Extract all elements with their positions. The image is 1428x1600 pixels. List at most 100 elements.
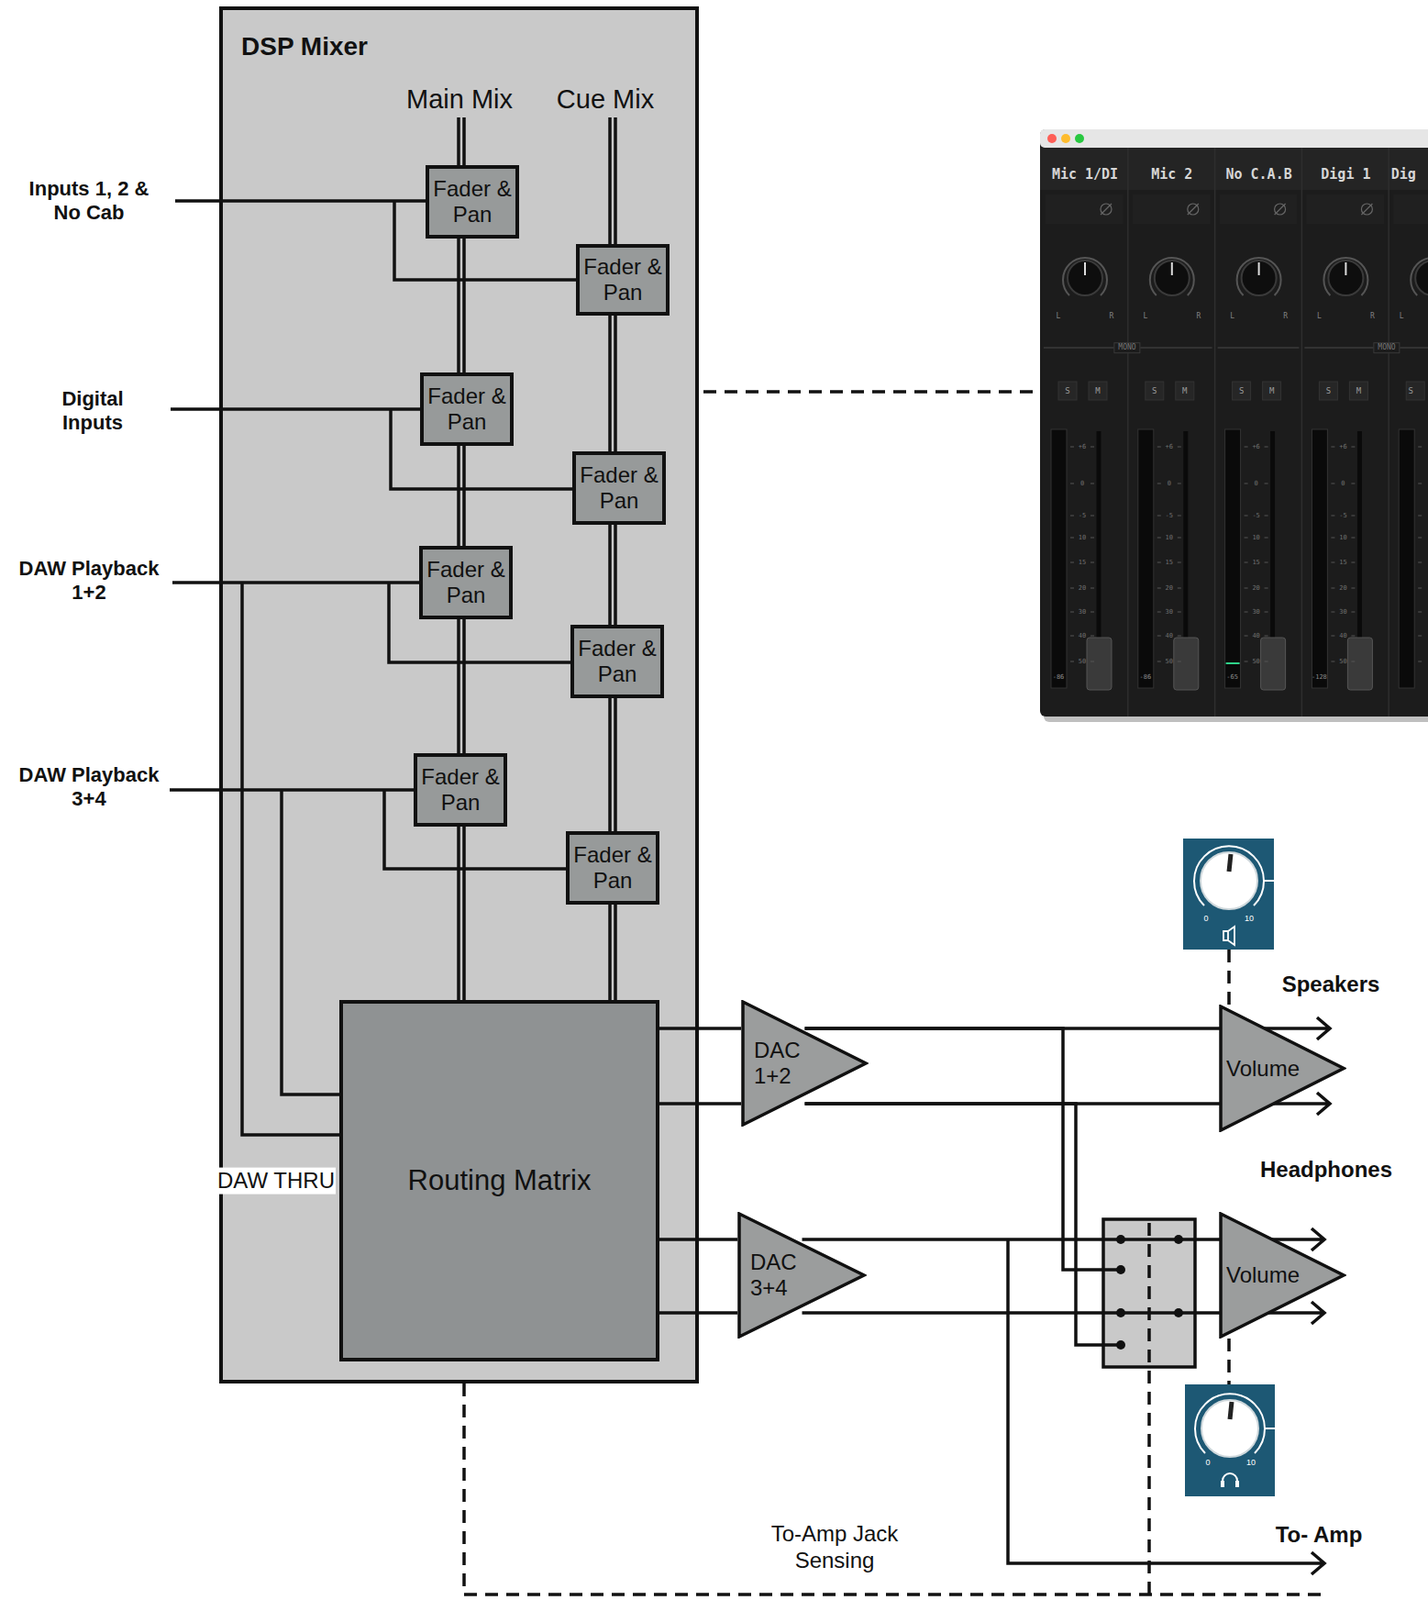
mixer-ui-text: 15 (1339, 558, 1347, 566)
node-label: DAC 1+2 (753, 1037, 808, 1088)
scale-tick (1157, 587, 1162, 589)
scale-tick (1177, 446, 1182, 448)
fader-box: Fader & Pan (425, 165, 520, 239)
signal-line (802, 1239, 1232, 1313)
fader-box: Fader & Pan (565, 830, 660, 905)
mixer-ui-text: L (1317, 311, 1322, 322)
node-label: Fader & Pan (426, 556, 506, 608)
channel-divider (1301, 147, 1304, 717)
scale-tick (1264, 537, 1269, 539)
level-meter (1051, 429, 1067, 688)
phase-icon (1187, 203, 1199, 215)
signal-line (609, 315, 616, 452)
scale-tick (1070, 515, 1074, 517)
scale-tick (1157, 611, 1162, 613)
scale-tick (1417, 537, 1422, 539)
signal-line (609, 524, 616, 625)
phase-icon (1100, 203, 1112, 215)
scale-tick (1417, 562, 1422, 564)
scale-tick (1157, 446, 1162, 448)
scale-tick (1244, 446, 1249, 448)
mixer-ui-text: 10 (1251, 533, 1260, 542)
scale-tick (1244, 611, 1249, 613)
scale-tick (1090, 483, 1095, 485)
signal-line (458, 238, 465, 373)
signal-line (458, 619, 465, 753)
triangle-shape (739, 1213, 864, 1337)
node-label: Fader & Pan (573, 841, 653, 893)
fader-cap (1173, 637, 1199, 690)
signal-label: DAW THRU (216, 1167, 336, 1195)
node-label: Fader & Pan (427, 383, 507, 434)
scale-tick (1350, 635, 1355, 637)
scale-tick (1330, 537, 1335, 539)
mixer-ui-text: 50 (1251, 657, 1260, 665)
mixer-ui-text: 0 (1340, 479, 1345, 488)
level-meter (1138, 429, 1154, 688)
scale-tick (1330, 562, 1335, 564)
headphone-volume-knob (1184, 1383, 1275, 1496)
solo-button (1058, 381, 1077, 400)
triangle-shape (1220, 1006, 1344, 1130)
mixer-ui-text: -128 (1311, 673, 1328, 681)
mixer-ui-text: R (1283, 311, 1288, 322)
signal-line (458, 826, 465, 1000)
scale-tick (1157, 562, 1162, 564)
signal-label: Main Mix (406, 83, 513, 116)
mono-link (1217, 346, 1300, 349)
mixer-ui-text: MONO (1372, 342, 1400, 354)
phase-icon (1274, 203, 1286, 215)
mixer-ui-text: S (1151, 386, 1157, 397)
signal-line (805, 1028, 1122, 1345)
mixer-ui-text: No C.A.B (1225, 166, 1292, 183)
pan-pointer (1344, 262, 1347, 276)
scale-tick (1070, 611, 1074, 613)
mixer-ui-text: 0 (1167, 479, 1172, 488)
scale-tick (1070, 562, 1074, 564)
mixer-ui-text: -5 (1078, 511, 1086, 520)
fader-box: Fader & Pan (570, 624, 665, 698)
dac-triangle: DAC 3+4 (737, 1211, 867, 1339)
scale-tick (1070, 483, 1074, 485)
mixer-ui-text: 50 (1165, 657, 1174, 665)
mixer-ui-text: -5 (1165, 511, 1174, 520)
scale-tick (1350, 537, 1355, 539)
mixer-ui-text: +6 (1165, 442, 1174, 451)
mixer-ui-text: 40 (1251, 631, 1260, 640)
scale-tick (1417, 587, 1422, 589)
fader-box: Fader & Pan (413, 752, 508, 827)
signal-label: DAW Playback 1+2 (6, 556, 172, 606)
level-meter (1311, 429, 1328, 688)
mixer-ui-text: Mic 2 (1151, 166, 1193, 183)
mixer-ui-text: -5 (1339, 511, 1347, 520)
fader-cap (1086, 637, 1112, 690)
scale-tick (1070, 635, 1074, 637)
node-label: Fader & Pan (583, 254, 663, 305)
scale-tick (1350, 611, 1355, 613)
signal-line (458, 445, 465, 546)
scale-tick (1264, 483, 1269, 485)
mixer-ui-text: 20 (1078, 584, 1086, 592)
mixer-ui-text: R (1370, 311, 1375, 322)
mixer-ui-text: +6 (1078, 442, 1086, 451)
phase-button (1306, 194, 1384, 224)
mixer-ui-text: +6 (1251, 442, 1260, 451)
scale-tick (1330, 661, 1335, 663)
scale-tick (1157, 661, 1162, 663)
mixer-ui-text: 40 (1339, 631, 1347, 640)
pan-arc (1237, 257, 1282, 296)
solo-button (1318, 381, 1338, 400)
mixer-ui-text: 0 (1253, 479, 1258, 488)
node-label: Volume (1226, 1261, 1300, 1288)
pan-knob (1067, 260, 1103, 296)
scale-tick (1264, 562, 1269, 564)
scale-tick (1090, 611, 1095, 613)
scale-tick (1177, 562, 1182, 564)
mixer-ui-text: R (1109, 311, 1115, 322)
mixer-ui-text: Mic 1/DI (1051, 166, 1119, 183)
mixer-ui-text: L (1229, 311, 1235, 322)
scale-tick (1244, 515, 1249, 517)
signal-line (609, 697, 616, 831)
